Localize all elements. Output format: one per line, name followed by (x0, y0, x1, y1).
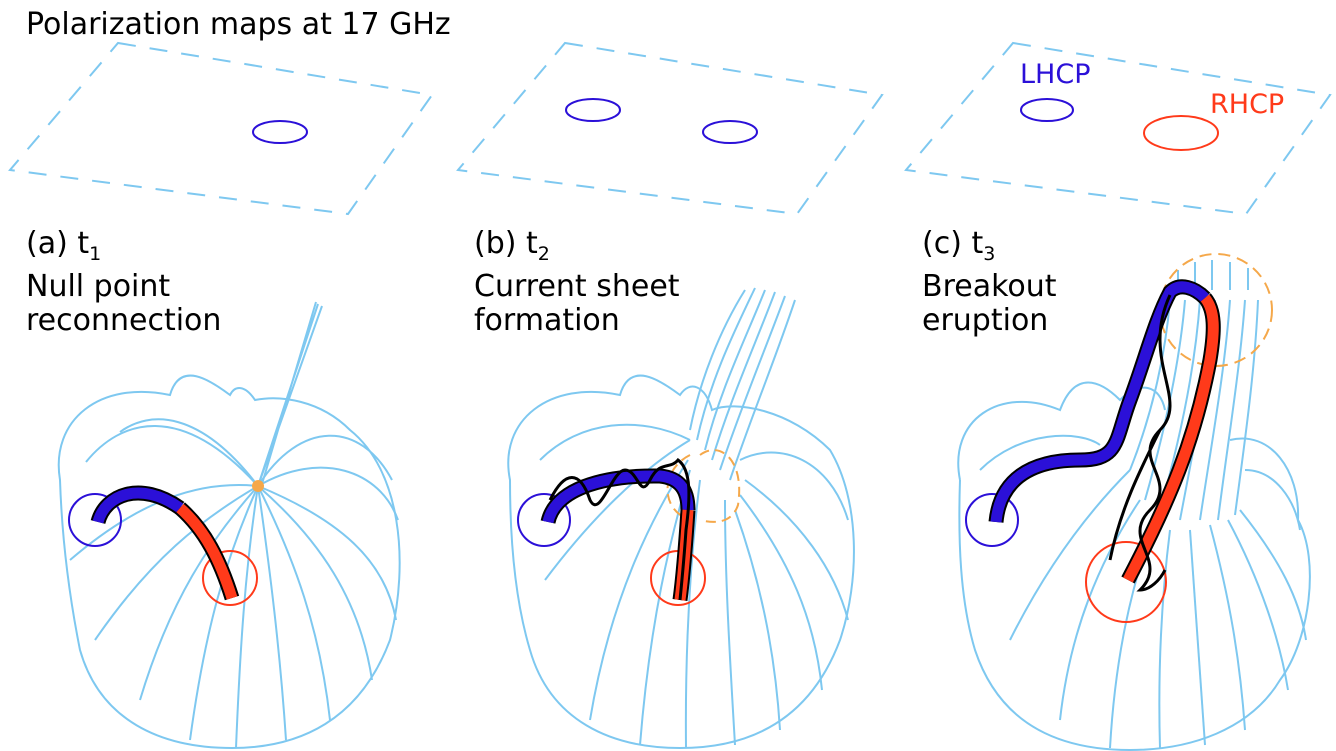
panel-c-tag: (c) t3 (922, 226, 995, 265)
panel-a-flux-rope (68, 485, 258, 606)
panel-b-caption: (b) t2 Current sheet formation (474, 226, 680, 338)
null-point (252, 480, 264, 492)
panel-a-caption-line1: Null point (26, 269, 170, 304)
polarization-plane-b (456, 41, 884, 216)
panel-c-caption-line1: Breakout (922, 269, 1057, 304)
lhcp-source-b2 (702, 120, 758, 144)
helix-b (548, 457, 691, 601)
panel-c-caption: (c) t3 Breakout eruption (922, 226, 1057, 338)
lhcp-source-c (1020, 98, 1074, 122)
panel-b-caption-line1: Current sheet (474, 269, 680, 304)
rhcp-source-c (1143, 115, 1219, 151)
panel-b-flux-rope (517, 457, 706, 606)
panel-a-fieldlines (57, 301, 401, 750)
lhcp-footpoint-a (68, 493, 122, 547)
rhcp-footpoint-c (1085, 541, 1167, 623)
lhcp-footpoint-b (517, 493, 571, 547)
polarization-plane-a (8, 41, 434, 216)
polarization-plane-c: LHCP RHCP (904, 41, 1332, 216)
panel-a-caption: (a) t1 Null point reconnection (26, 226, 221, 338)
panel-a-tag: (a) t1 (26, 226, 101, 265)
rhcp-label: RHCP (1210, 89, 1284, 120)
panel-c-caption-line2: eruption (922, 303, 1048, 338)
lhcp-label: LHCP (1020, 59, 1090, 90)
lhcp-footpoint-c (965, 493, 1019, 547)
panel-c-flux-rope (965, 279, 1221, 623)
lhcp-source-a (252, 120, 308, 144)
lhcp-source-b1 (565, 98, 621, 122)
current-sheet-b (666, 449, 741, 523)
figure-title: Polarization maps at 17 GHz (26, 7, 451, 42)
rhcp-footpoint-a (202, 550, 258, 606)
helix-c (1108, 294, 1172, 592)
panel-b-caption-line2: formation (474, 303, 620, 338)
panel-b-tag: (b) t2 (474, 226, 550, 265)
panel-a-caption-line2: reconnection (26, 303, 221, 338)
